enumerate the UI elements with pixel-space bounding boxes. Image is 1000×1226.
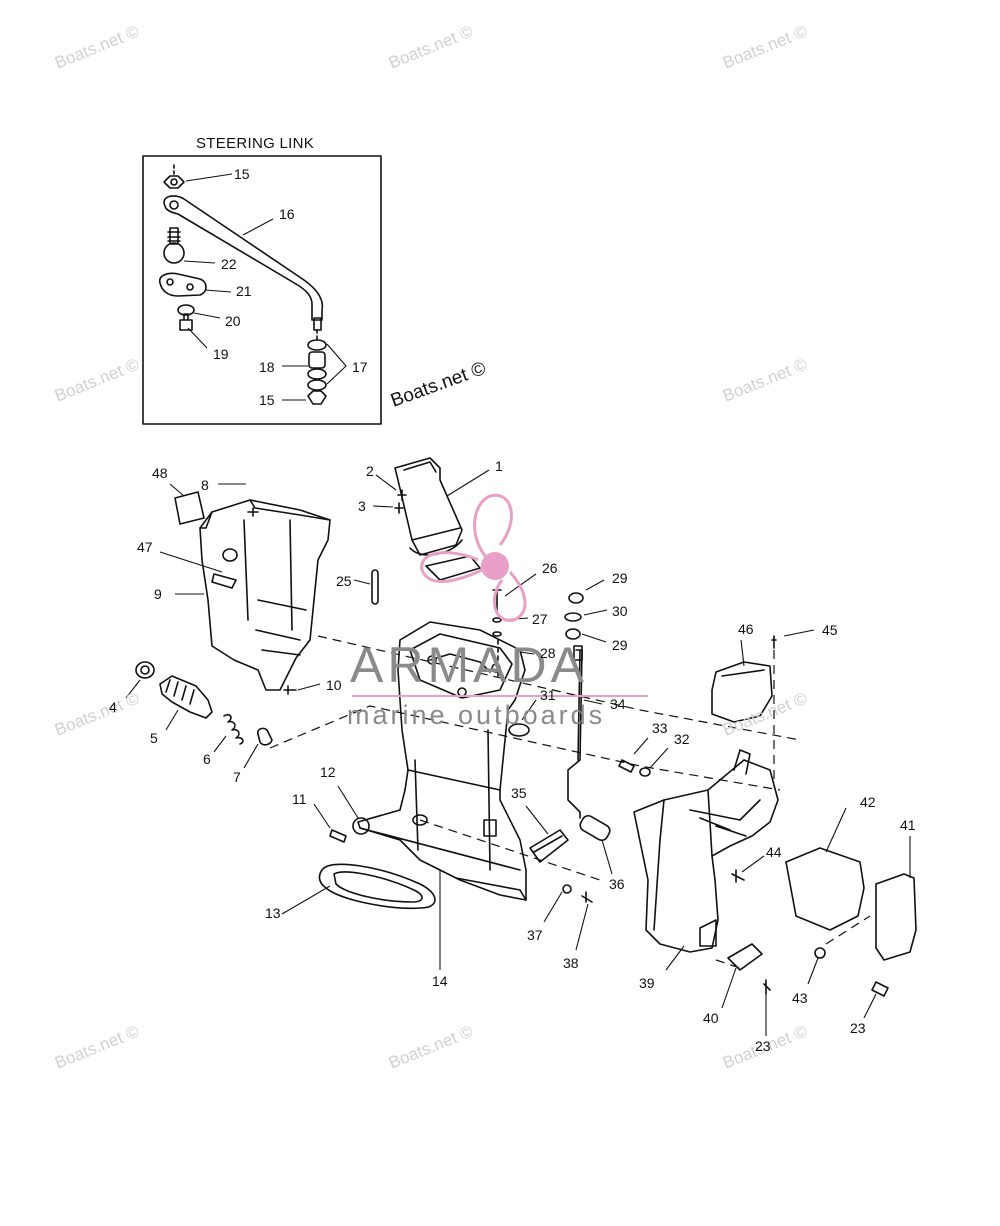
bracket-46	[711, 661, 773, 723]
screw-38	[581, 891, 593, 903]
part-label: 35	[511, 785, 527, 801]
grommet-31	[508, 723, 530, 737]
part-label: 26	[542, 560, 558, 576]
part-label: 29	[612, 570, 628, 586]
part-label: 12	[320, 764, 336, 780]
part-label: 17	[352, 359, 368, 375]
pad-40	[727, 943, 763, 971]
washer	[177, 304, 195, 316]
part-label: 45	[822, 622, 838, 638]
brand-logo	[420, 493, 527, 622]
bushing-stack	[307, 329, 327, 405]
part-label: 9	[154, 586, 162, 602]
part-label: 10	[326, 677, 342, 693]
screw-2	[397, 489, 407, 501]
screw-33	[618, 759, 635, 773]
clip-7	[256, 727, 273, 746]
part-label: 40	[703, 1010, 719, 1026]
screw-23-right	[871, 981, 889, 997]
steering-link-frame	[142, 155, 382, 425]
part-label: 48	[152, 465, 168, 481]
screw-11	[329, 829, 347, 843]
shift-coupler	[579, 814, 611, 842]
part-label: 38	[563, 955, 579, 971]
drive-shaft-housing-cover	[199, 499, 331, 691]
part-label: 36	[609, 876, 625, 892]
part-label: 33	[652, 720, 668, 736]
part-label: 43	[792, 990, 808, 1006]
spring-6	[223, 713, 244, 745]
part-label: 4	[109, 699, 117, 715]
lower-housing-39	[633, 749, 779, 953]
ball-stud	[163, 227, 185, 264]
part-label: 14	[432, 973, 448, 989]
washer-12	[352, 817, 370, 835]
small-bolt	[179, 313, 193, 331]
side-plate-41	[875, 873, 917, 961]
screw-3	[394, 502, 404, 514]
part-label: 27	[532, 611, 548, 627]
part-label: 44	[766, 844, 782, 860]
part-label: 1	[495, 458, 503, 474]
part-label: 42	[860, 794, 876, 810]
brand-tagline: marine outboards	[347, 700, 606, 730]
screw-45	[771, 635, 777, 649]
dowel-pin	[371, 569, 379, 605]
part-label: 41	[900, 817, 916, 833]
part-label: 15	[234, 166, 250, 182]
part-label: 16	[279, 206, 295, 222]
inset-title: STEERING LINK	[196, 135, 315, 152]
part-label: 23	[755, 1038, 771, 1054]
screw-23-left	[763, 979, 771, 995]
part-label: 25	[336, 573, 352, 589]
washer-30	[564, 612, 582, 622]
part-label: 7	[233, 769, 241, 785]
part-label: 18	[259, 359, 275, 375]
nut-37	[562, 884, 572, 894]
screw-10	[283, 685, 297, 695]
part-label: 2	[366, 463, 374, 479]
part-label: 30	[612, 603, 628, 619]
screw-44	[731, 869, 745, 883]
washer-32	[639, 767, 651, 777]
part-label: 20	[225, 313, 241, 329]
part-label: 29	[612, 637, 628, 653]
part-label: 13	[265, 905, 281, 921]
shift-nut-4	[135, 661, 155, 679]
strainer-plate	[529, 829, 569, 863]
seal-ring-13	[318, 863, 436, 910]
part-label: 31	[540, 687, 556, 703]
part-label: 47	[137, 539, 153, 555]
part-label: 19	[213, 346, 229, 362]
steering-link-rod	[163, 195, 324, 331]
part-label: 8	[201, 477, 209, 493]
nut-top	[163, 164, 185, 189]
part-label: 28	[540, 645, 556, 661]
part-label: 37	[527, 927, 543, 943]
part-label: 22	[221, 256, 237, 272]
part-label: 34	[610, 696, 626, 712]
cover-plate-42	[785, 847, 865, 931]
rubber-boot-5	[159, 675, 213, 719]
part-label: 23	[850, 1020, 866, 1036]
label-decal	[174, 491, 205, 525]
part-label: 3	[358, 498, 366, 514]
brand-name: ARMADA	[350, 637, 588, 693]
nut-43	[814, 947, 826, 959]
part-label: 5	[150, 730, 158, 746]
nut-29-bottom	[565, 628, 581, 640]
part-label: 21	[236, 283, 252, 299]
part-label: 15	[259, 392, 275, 408]
part-label: 32	[674, 731, 690, 747]
exhaust-tube	[394, 457, 481, 581]
part-label: 11	[292, 791, 307, 807]
nut-29-top	[568, 592, 584, 604]
shift-rod	[567, 645, 583, 819]
part-label: 46	[738, 621, 754, 637]
part-label: 6	[203, 751, 211, 767]
stud-plate	[158, 272, 207, 297]
part-label: 39	[639, 975, 655, 991]
